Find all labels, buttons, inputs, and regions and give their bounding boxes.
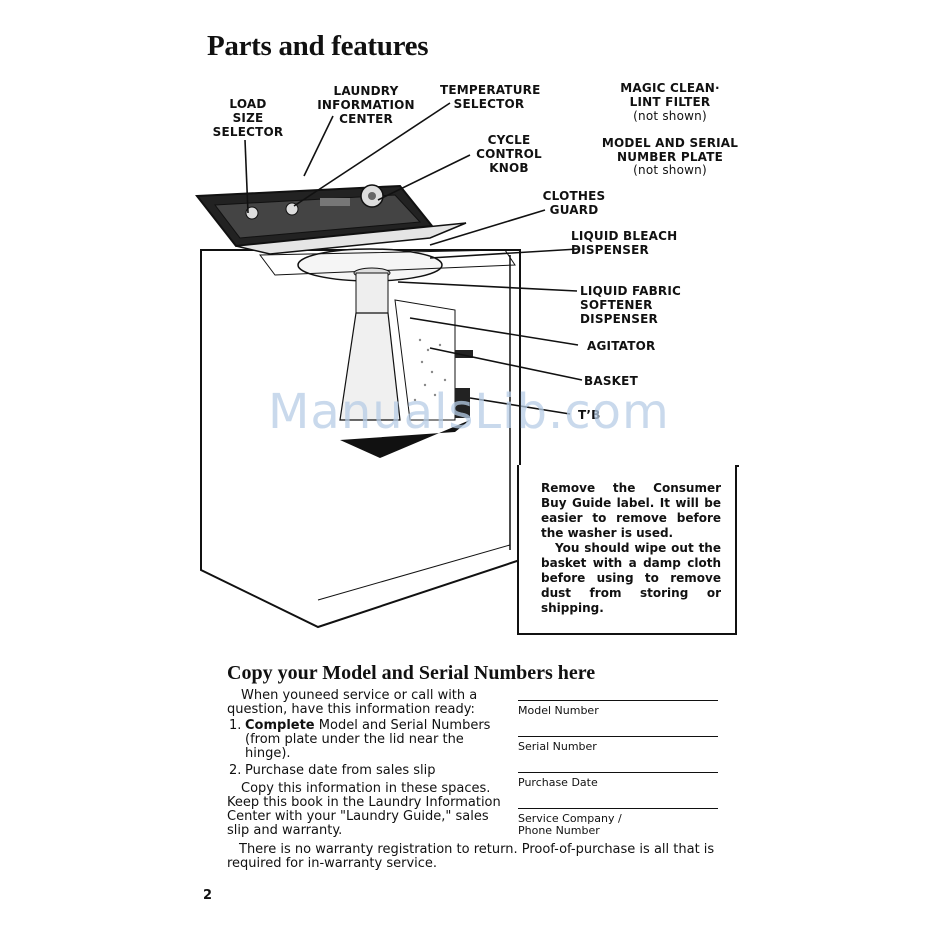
- label-load-size-selector: LOAD SIZE SELECTOR: [212, 97, 284, 139]
- lid: [235, 222, 467, 255]
- model-number-line[interactable]: [518, 700, 718, 701]
- item-2-text: Purchase date from sales slip: [245, 763, 436, 778]
- warranty-footer: There is no warranty registration to ret…: [227, 842, 715, 871]
- note-paragraph-1: Remove the Consumer Buy Guide label. It …: [541, 481, 721, 540]
- label-cycle-control-knob: CYCLE CONTROL KNOB: [476, 133, 542, 175]
- label-lint-filter-note: (not shown): [633, 109, 707, 123]
- copy-instructions: Copy this information in these spaces. K…: [227, 781, 501, 838]
- label-basket: BASKET: [584, 374, 638, 388]
- label-tub: T’B: [578, 408, 601, 422]
- item-1-bold: Complete: [245, 718, 315, 733]
- label-lint-filter: MAGIC CLEAN· LINT FILTER: [620, 81, 720, 109]
- copy-section-title: Copy your Model and Serial Numbers here: [227, 662, 596, 684]
- serial-number-label: Serial Number: [518, 740, 597, 753]
- load-size-knob: [245, 206, 259, 220]
- serial-number-line[interactable]: [518, 736, 718, 737]
- label-fabric-softener-dispenser: LIQUID FABRIC SOFTENER DISPENSER: [580, 284, 682, 326]
- note-paragraph-2: You should wipe out the basket with a da…: [541, 541, 721, 615]
- label-liquid-bleach-dispenser: LIQUID BLEACH DISPENSER: [571, 229, 678, 257]
- agitator-body: [339, 312, 401, 421]
- model-number-label: Model Number: [518, 704, 599, 717]
- consumer-label-note: Remove the Consumer Buy Guide label. It …: [517, 465, 737, 635]
- item-1: Complete Model and Serial Numbers (from …: [245, 719, 503, 761]
- purchase-date-line[interactable]: [518, 772, 718, 773]
- item-1-number: 1.: [229, 718, 242, 733]
- item-2-number: 2.: [229, 763, 242, 778]
- page-title: Parts and features: [207, 30, 429, 62]
- label-laundry-information-center: LAUNDRY INFORMATION CENTER: [317, 84, 415, 126]
- service-company-line[interactable]: [518, 808, 718, 809]
- label-clothes-guard: CLOTHES GUARD: [542, 189, 606, 217]
- label-model-serial-note: (not shown): [633, 163, 707, 177]
- label-model-serial-plate: MODEL AND SERIAL NUMBER PLATE: [601, 136, 739, 164]
- service-company-label: Service Company / Phone Number: [518, 812, 622, 837]
- watermark: ManualsLib.com: [268, 384, 670, 440]
- item-1-text: Model and Serial Numbers (from plate und…: [245, 718, 491, 761]
- purchase-date-label: Purchase Date: [518, 776, 598, 789]
- label-agitator: AGITATOR: [587, 339, 656, 353]
- label-temperature-selector: TEMPERATURE SELECTOR: [440, 83, 541, 111]
- page-number: 2: [203, 888, 213, 903]
- copy-intro: When youneed service or call with a ques…: [227, 688, 478, 717]
